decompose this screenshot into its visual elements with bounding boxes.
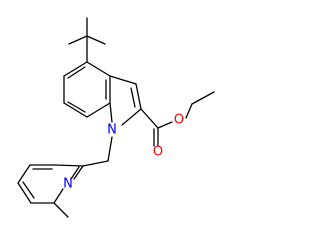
- bond-pyridine-n-c6: [53, 188, 64, 204]
- bond-pyridine-methyl: [53, 202, 69, 218]
- bond-benzene-c3a-c7a: [86, 102, 111, 118]
- bond-pyridine-c2-n-inner: [70, 166, 80, 180]
- bond-n1-ch2: [107, 136, 113, 162]
- bond-benzene-inner-3: [67, 66, 86, 79]
- bond-pyrrole-c2-n1: [121, 108, 142, 126]
- bond-tbu-methyl-right: [86, 35, 106, 45]
- bond-pyrrole-c3-c2: [135, 83, 142, 110]
- bond-pyrrole-c3-c2-inner: [130, 87, 136, 108]
- bond-benzene-c7a-c7: [63, 102, 88, 118]
- bond-ch2-pyridine: [82, 160, 109, 167]
- bond-pyrrole-n1-c7a: [109, 102, 113, 123]
- bond-benzene-c6-c5: [63, 61, 88, 77]
- molecule-structure: N N O O: [17, 17, 215, 218]
- atom-n-pyridine: N: [63, 177, 73, 192]
- bond-benzene-c5-c4: [86, 61, 111, 77]
- bond-pyridine-c5-c4-inner: [22, 181, 35, 199]
- atom-o-ester: O: [174, 113, 184, 128]
- bond-ester-c2-carbonyl: [140, 108, 159, 129]
- bond-pyridine-c2-n: [73, 165, 84, 180]
- bonds: [17, 17, 215, 218]
- atom-n-indole: N: [107, 123, 117, 138]
- atom-o-carbonyl: O: [153, 145, 163, 160]
- bond-ester-o-ch2: [185, 103, 193, 119]
- bond-pyrrole-c3a-c3: [109, 75, 137, 85]
- atom-labels: N N O O: [63, 113, 184, 192]
- bond-ester-carbonyl-o-ester: [157, 121, 173, 129]
- bond-pyridine-c4-c3: [17, 164, 31, 184]
- bond-benzene-inner-2: [67, 101, 86, 113]
- bond-tbu-methyl-left: [68, 35, 88, 45]
- bond-pyridine-c2-c2prime: [54, 164, 84, 167]
- bond-ester-ch2-ch3: [191, 91, 215, 105]
- bond-pyridine-c5-c4: [17, 182, 32, 204]
